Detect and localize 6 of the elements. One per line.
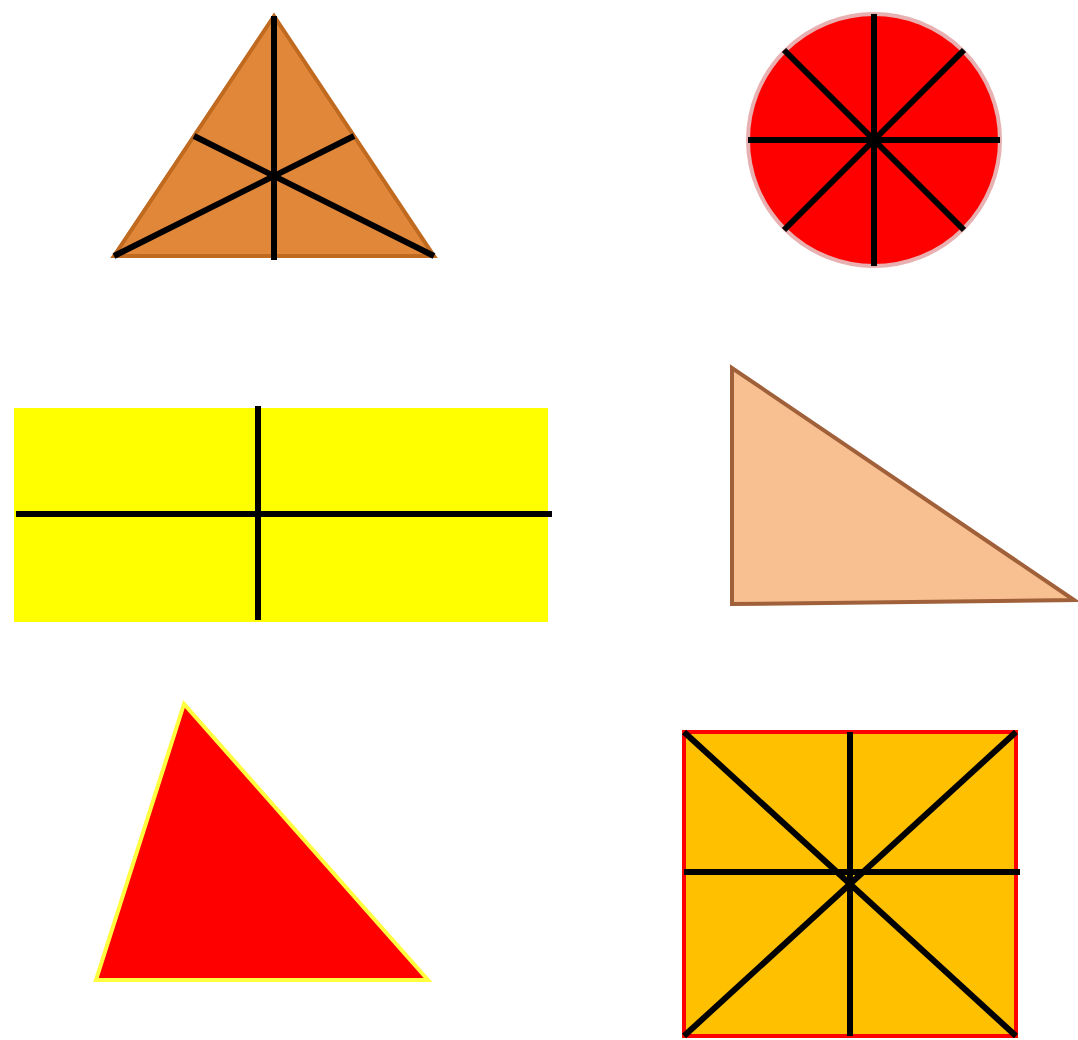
right-triangle <box>728 364 1078 608</box>
scalene-triangle <box>90 698 434 986</box>
triangle-with-symmetry-lines <box>110 12 440 264</box>
rectangle-with-symmetry-lines <box>14 404 554 624</box>
square-with-symmetry-lines <box>680 728 1024 1040</box>
circle-with-symmetry-lines <box>746 12 1002 268</box>
